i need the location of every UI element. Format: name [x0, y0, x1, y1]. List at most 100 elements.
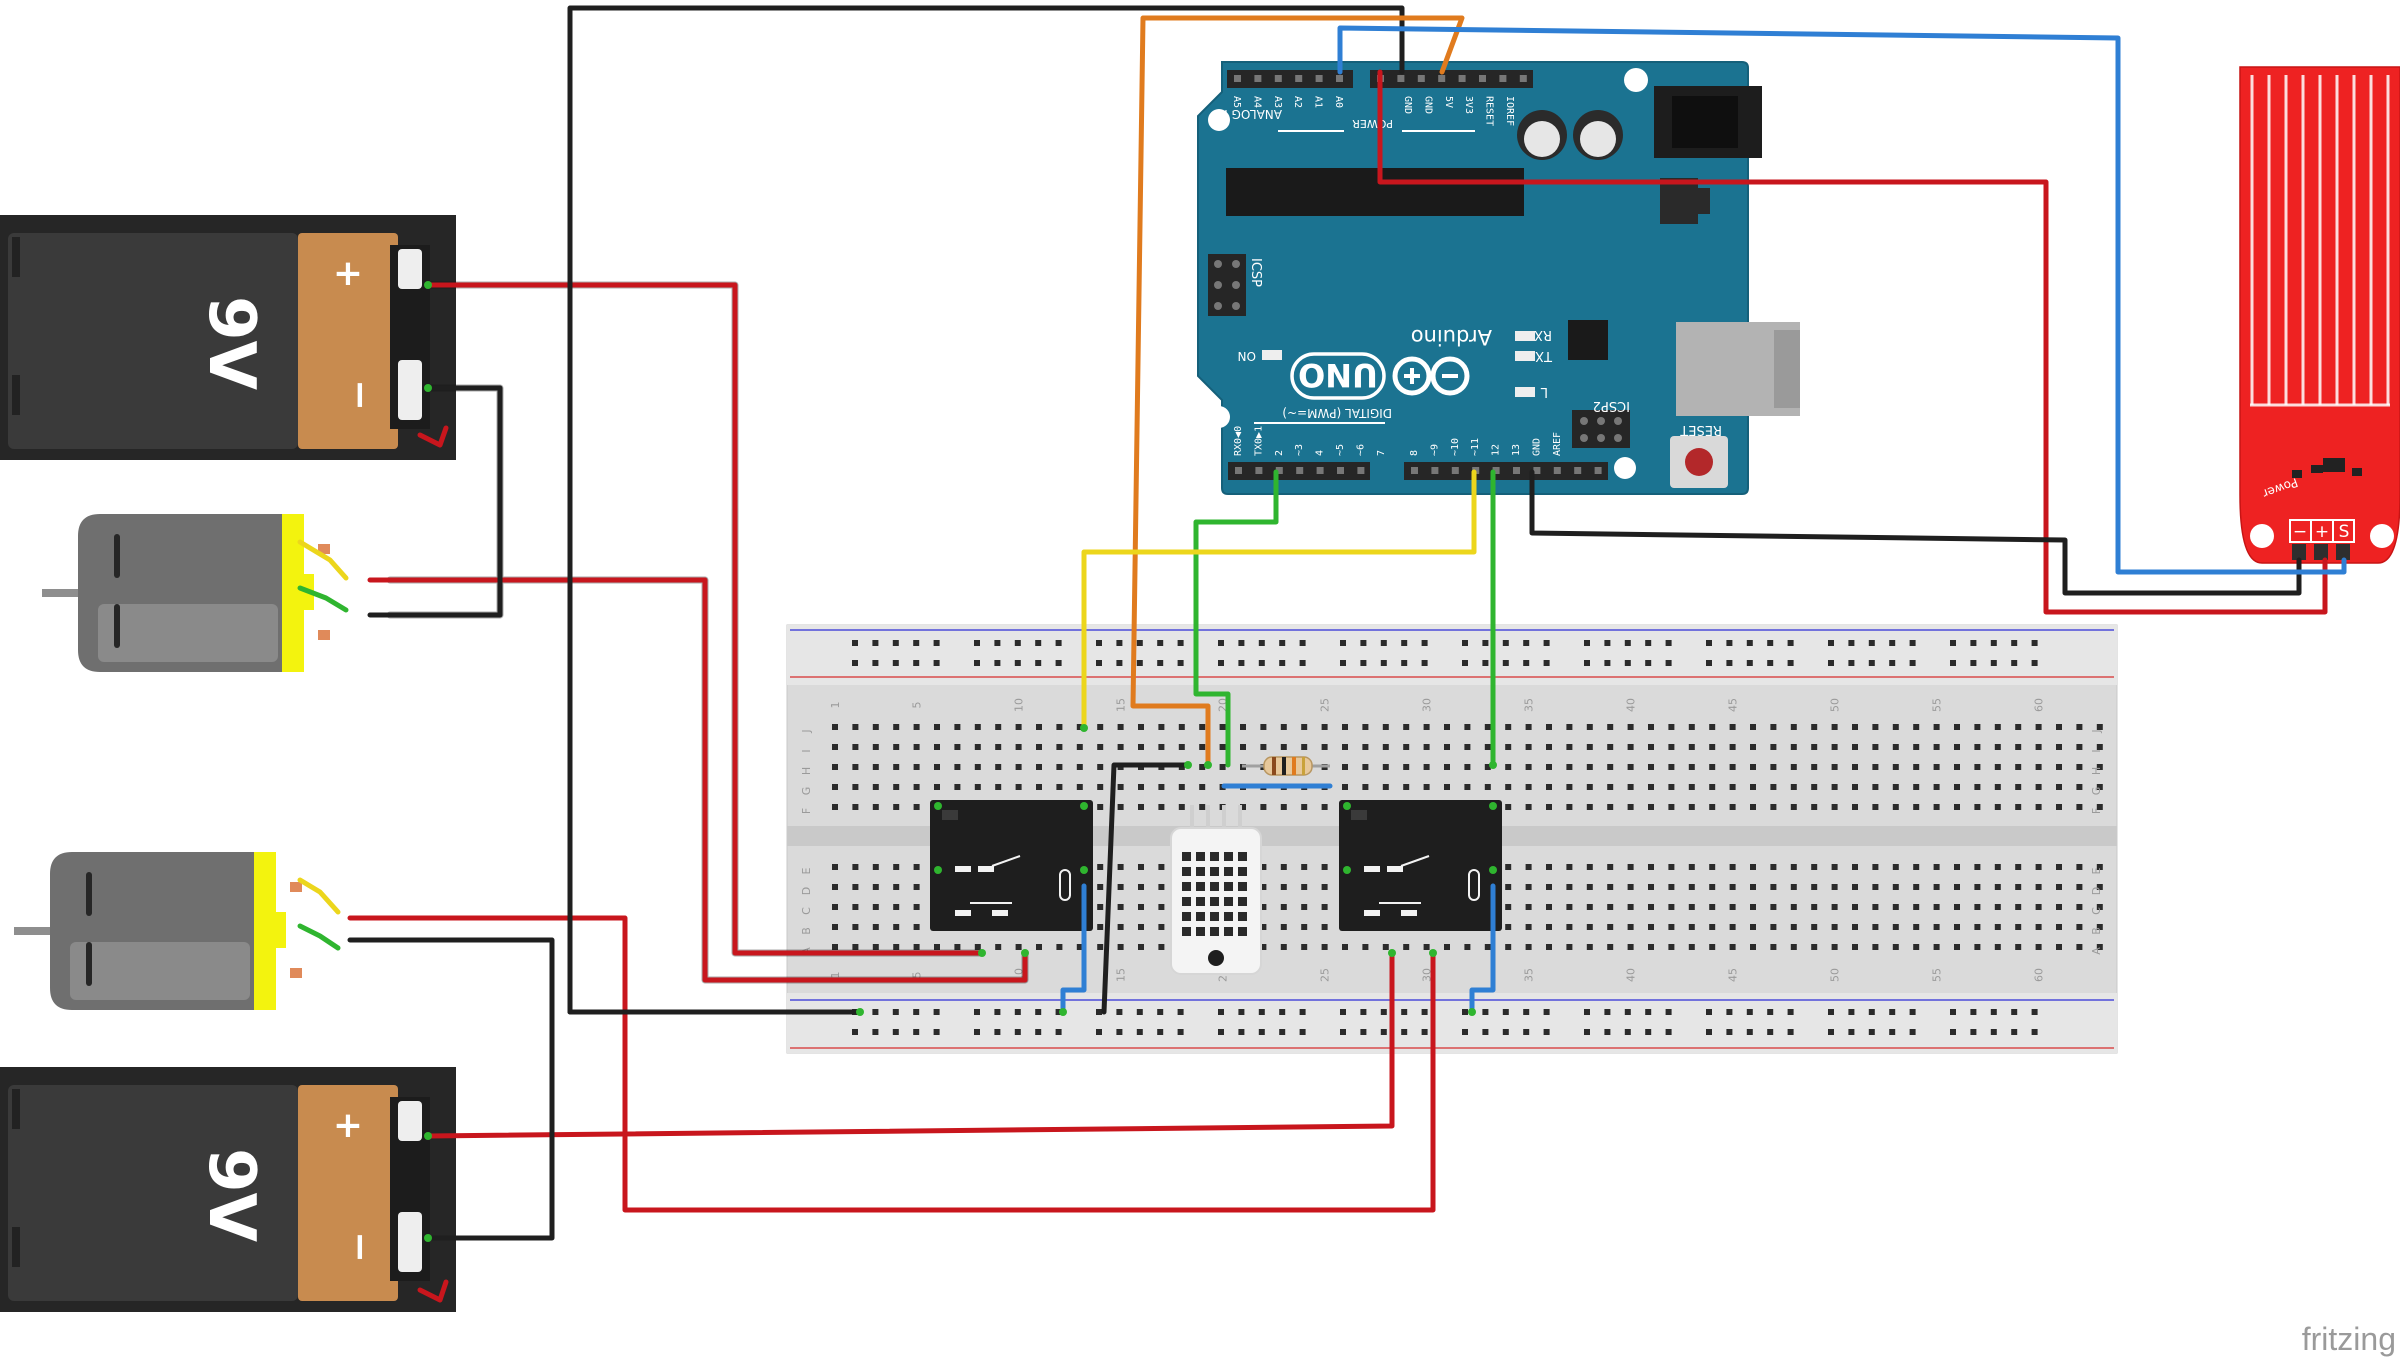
- rail-hole[interactable]: [1279, 1029, 1286, 1035]
- rail-hole[interactable]: [1136, 660, 1143, 666]
- breadboard-hole[interactable]: [1852, 744, 1858, 750]
- rail-hole[interactable]: [1238, 1009, 1245, 1015]
- breadboard-hole[interactable]: [1423, 764, 1430, 770]
- rail-hole[interactable]: [1645, 660, 1652, 666]
- breadboard-hole[interactable]: [954, 764, 961, 770]
- rail-hole[interactable]: [1421, 640, 1428, 646]
- rail-hole[interactable]: [1909, 1029, 1916, 1035]
- breadboard-hole[interactable]: [1097, 764, 1104, 770]
- breadboard-hole[interactable]: [2096, 744, 2103, 750]
- rail-hole[interactable]: [1726, 640, 1733, 646]
- breadboard-hole[interactable]: [1729, 764, 1736, 770]
- breadboard-hole[interactable]: [1852, 784, 1858, 790]
- rail-hole[interactable]: [1157, 640, 1164, 646]
- breadboard-hole[interactable]: [872, 784, 879, 790]
- breadboard-hole[interactable]: [1709, 764, 1716, 770]
- breadboard-hole[interactable]: [1056, 784, 1063, 790]
- breadboard-hole[interactable]: [1892, 744, 1899, 750]
- rail-hole[interactable]: [1401, 660, 1408, 666]
- breadboard-hole[interactable]: [1260, 724, 1267, 730]
- breadboard-hole[interactable]: [1260, 884, 1267, 890]
- breadboard-hole[interactable]: [1974, 944, 1981, 950]
- breadboard-hole[interactable]: [893, 784, 900, 790]
- breadboard-hole[interactable]: [1913, 764, 1920, 770]
- rail-hole[interactable]: [1258, 1009, 1265, 1015]
- rail-hole[interactable]: [872, 660, 879, 666]
- breadboard-hole[interactable]: [1423, 944, 1430, 950]
- breadboard-hole[interactable]: [1913, 924, 1920, 930]
- breadboard-hole[interactable]: [1280, 924, 1287, 930]
- breadboard-hole[interactable]: [1852, 884, 1858, 890]
- rail-hole[interactable]: [1970, 1009, 1977, 1015]
- breadboard-hole[interactable]: [1831, 724, 1838, 730]
- breadboard-hole[interactable]: [974, 724, 981, 730]
- rail-hole[interactable]: [1502, 640, 1509, 646]
- breadboard-hole[interactable]: [1566, 744, 1573, 750]
- breadboard-hole[interactable]: [1260, 944, 1267, 950]
- breadboard-hole[interactable]: [1097, 744, 1104, 750]
- breadboard-hole[interactable]: [2076, 904, 2083, 910]
- breadboard-hole[interactable]: [1301, 804, 1308, 810]
- breadboard-hole[interactable]: [872, 924, 879, 930]
- breadboard-hole[interactable]: [2096, 764, 2103, 770]
- rail-hole[interactable]: [1035, 660, 1042, 666]
- breadboard-hole[interactable]: [1831, 904, 1838, 910]
- breadboard-hole[interactable]: [1872, 784, 1879, 790]
- rail-hole[interactable]: [1014, 1029, 1021, 1035]
- rail-hole[interactable]: [1787, 660, 1794, 666]
- breadboard-hole[interactable]: [872, 744, 879, 750]
- breadboard-hole[interactable]: [2076, 944, 2083, 950]
- breadboard-hole[interactable]: [2035, 884, 2042, 890]
- rail-hole[interactable]: [994, 640, 1001, 646]
- breadboard-hole[interactable]: [1811, 764, 1818, 770]
- breadboard-hole[interactable]: [1954, 864, 1960, 870]
- breadboard-hole[interactable]: [1403, 944, 1410, 950]
- breadboard-hole[interactable]: [2015, 724, 2022, 730]
- breadboard-hole[interactable]: [995, 744, 1002, 750]
- breadboard-hole[interactable]: [1586, 864, 1593, 870]
- breadboard-hole[interactable]: [1158, 884, 1165, 890]
- rail-hole[interactable]: [1177, 1009, 1184, 1015]
- breadboard-hole[interactable]: [1811, 944, 1818, 950]
- rail-hole[interactable]: [852, 660, 858, 666]
- rail-hole[interactable]: [933, 1029, 940, 1035]
- breadboard-hole[interactable]: [1015, 744, 1022, 750]
- header-pin[interactable]: [1533, 467, 1541, 474]
- breadboard-hole[interactable]: [1301, 724, 1308, 730]
- breadboard-hole[interactable]: [1688, 724, 1695, 730]
- breadboard-hole[interactable]: [1648, 944, 1654, 950]
- breadboard-hole[interactable]: [2076, 744, 2083, 750]
- rail-hole[interactable]: [1990, 1009, 1997, 1015]
- breadboard-hole[interactable]: [1913, 784, 1920, 790]
- rail-hole[interactable]: [1299, 1009, 1306, 1015]
- breadboard-hole[interactable]: [1342, 944, 1348, 950]
- breadboard-hole[interactable]: [872, 764, 879, 770]
- breadboard-hole[interactable]: [1097, 924, 1104, 930]
- breadboard-hole[interactable]: [1382, 724, 1389, 730]
- rail-hole[interactable]: [1055, 1009, 1062, 1015]
- breadboard-hole[interactable]: [1994, 744, 2001, 750]
- rail-hole[interactable]: [1299, 1029, 1306, 1035]
- breadboard-hole[interactable]: [1790, 744, 1797, 750]
- rail-hole[interactable]: [1848, 1029, 1855, 1035]
- header-pin[interactable]: [1336, 75, 1343, 82]
- rail-hole[interactable]: [1970, 660, 1977, 666]
- rail-hole[interactable]: [872, 1009, 879, 1015]
- breadboard-hole[interactable]: [2035, 724, 2042, 730]
- breadboard-hole[interactable]: [1770, 864, 1777, 870]
- breadboard-hole[interactable]: [1280, 884, 1287, 890]
- breadboard-hole[interactable]: [1546, 944, 1552, 950]
- breadboard-hole[interactable]: [872, 944, 879, 950]
- rail-hole[interactable]: [1157, 1009, 1164, 1015]
- breadboard-hole[interactable]: [1546, 884, 1552, 890]
- rail-hole[interactable]: [1990, 1029, 1997, 1035]
- header-pin[interactable]: [1553, 467, 1561, 474]
- rail-hole[interactable]: [1909, 640, 1916, 646]
- rail-hole[interactable]: [1340, 660, 1346, 666]
- rail-hole[interactable]: [1482, 640, 1489, 646]
- breadboard-hole[interactable]: [1464, 944, 1471, 950]
- rail-hole[interactable]: [1767, 1029, 1774, 1035]
- header-pin[interactable]: [1417, 75, 1425, 82]
- rail-hole[interactable]: [1462, 640, 1468, 646]
- rail-hole[interactable]: [913, 1009, 920, 1015]
